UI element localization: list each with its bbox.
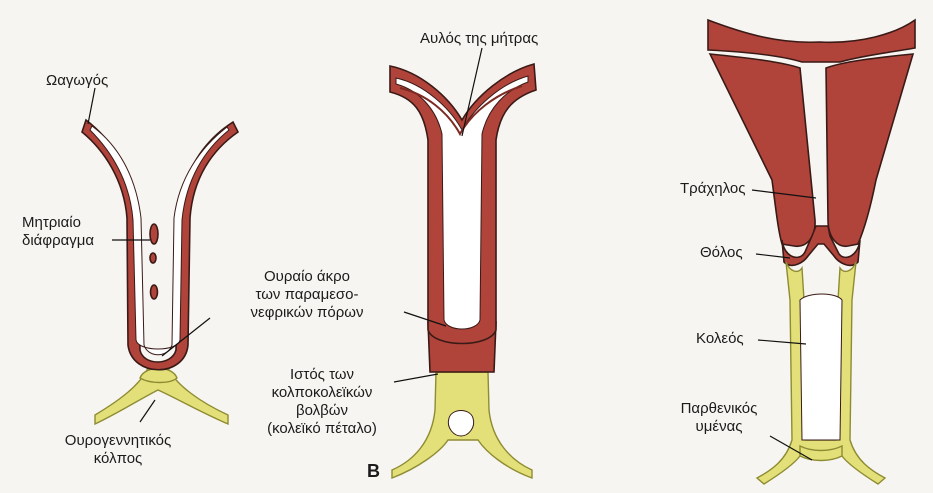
label-uterine-canal: Αυλός της μήτρας: [420, 30, 538, 48]
panel-a-leader-sinus: [140, 400, 155, 422]
label-cervix: Τράχηλος: [680, 180, 745, 198]
label-urogenital-sinus-line1: Ουρογεννητικός: [38, 432, 198, 450]
label-oviduct: Ωαγωγός: [46, 72, 108, 90]
label-caudal-tip-line2: των παραμεσο-: [222, 286, 392, 304]
label-sinovaginal-line3: βολβών: [252, 402, 392, 420]
panel-c-right-uterine-wall: [826, 54, 913, 246]
panel-b-leader-sinovaginal: [394, 374, 438, 382]
panel-b-drawing: [390, 48, 536, 478]
panel-c-left-uterine-wall: [710, 54, 815, 246]
label-caudal-tip-line1: Ουραίο άκρο: [222, 268, 392, 286]
label-fornix: Θόλος: [700, 244, 743, 262]
label-hymen-line2: υμένας: [664, 418, 774, 436]
panel-b-letter: B: [367, 462, 380, 480]
panel-a-paramesonephric-ducts: [82, 120, 238, 370]
label-sinovaginal-line4: (κολεϊκό πέταλο): [252, 420, 392, 438]
label-caudal-tip-line3: νεφρικών πόρων: [222, 304, 392, 322]
panel-a-septum-remnant: [150, 224, 158, 244]
panel-a-leader-oviduct: [88, 88, 95, 124]
label-sinovaginal-line1: Ιστός των: [252, 366, 392, 384]
panel-b-uterine-lumen: [396, 76, 528, 329]
panel-a-septum-remnant: [150, 253, 156, 263]
panel-a-septum-remnant: [151, 285, 158, 299]
label-sinovaginal-line2: κολποκολεϊκών: [252, 384, 392, 402]
label-uterine-septum-line1: Μητριαίο: [22, 214, 81, 232]
label-vagina: Κολεός: [696, 330, 744, 348]
label-urogenital-sinus-line2: κόλπος: [38, 450, 198, 468]
label-uterine-septum-line2: διάφραγμα: [22, 232, 94, 250]
panel-a-drawing: [82, 88, 238, 424]
panel-c-vaginal-lumen: [800, 294, 842, 440]
panel-b-sinovaginal-hole: [448, 411, 473, 437]
panel-c-fundus: [708, 20, 915, 62]
label-hymen-line1: Παρθενικός: [664, 400, 774, 418]
